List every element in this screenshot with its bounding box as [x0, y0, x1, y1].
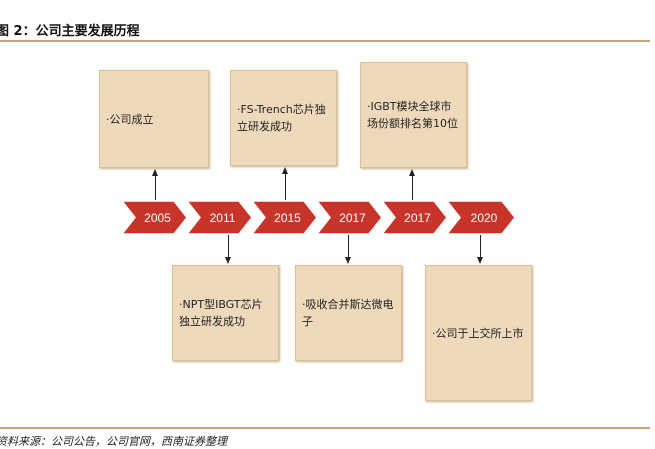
chevron-2017: [315, 200, 383, 235]
arrowhead-icon: [477, 257, 483, 264]
header-rule: [0, 40, 650, 42]
year-label: 2020: [471, 211, 498, 225]
year-label: 2017: [404, 211, 431, 225]
event-box-2017-igbt: ·IGBT模块全球市场份额排名第10位: [360, 62, 467, 168]
connector: [480, 235, 481, 257]
source-note: 资料来源：公司公告，公司官网，西南证券整理: [0, 435, 227, 448]
chevron-2017: [380, 200, 448, 235]
arrowhead-icon: [409, 169, 415, 176]
figure-title: 图 2：公司主要发展历程: [0, 24, 140, 39]
connector: [155, 176, 156, 200]
arrowhead-icon: [282, 167, 288, 174]
footer-rule: [0, 427, 650, 429]
chevron-2005: [120, 200, 188, 235]
event-box-2017-merge: ·吸收合并斯达微电子: [295, 265, 402, 361]
chevron-2011: [185, 200, 253, 235]
connector: [228, 235, 229, 257]
arrowhead-icon: [152, 169, 158, 176]
connector: [412, 176, 413, 200]
event-box-2011: ·NPT型IBGT芯片独立研发成功: [172, 265, 279, 361]
year-label: 2015: [274, 211, 301, 225]
event-box-2015: ·FS-Trench芯片独立研发成功: [230, 70, 337, 166]
year-label: 2005: [144, 211, 171, 225]
year-label: 2017: [339, 211, 366, 225]
connector: [285, 174, 286, 200]
event-box-2020: ·公司于上交所上市: [425, 265, 532, 401]
connector: [348, 235, 349, 257]
chevron-2020: [445, 200, 516, 235]
event-box-2005: ·公司成立: [99, 70, 209, 168]
chevron-2015: [250, 200, 318, 235]
arrowhead-icon: [345, 257, 351, 264]
arrowhead-icon: [225, 257, 231, 264]
year-label: 2011: [210, 211, 236, 225]
